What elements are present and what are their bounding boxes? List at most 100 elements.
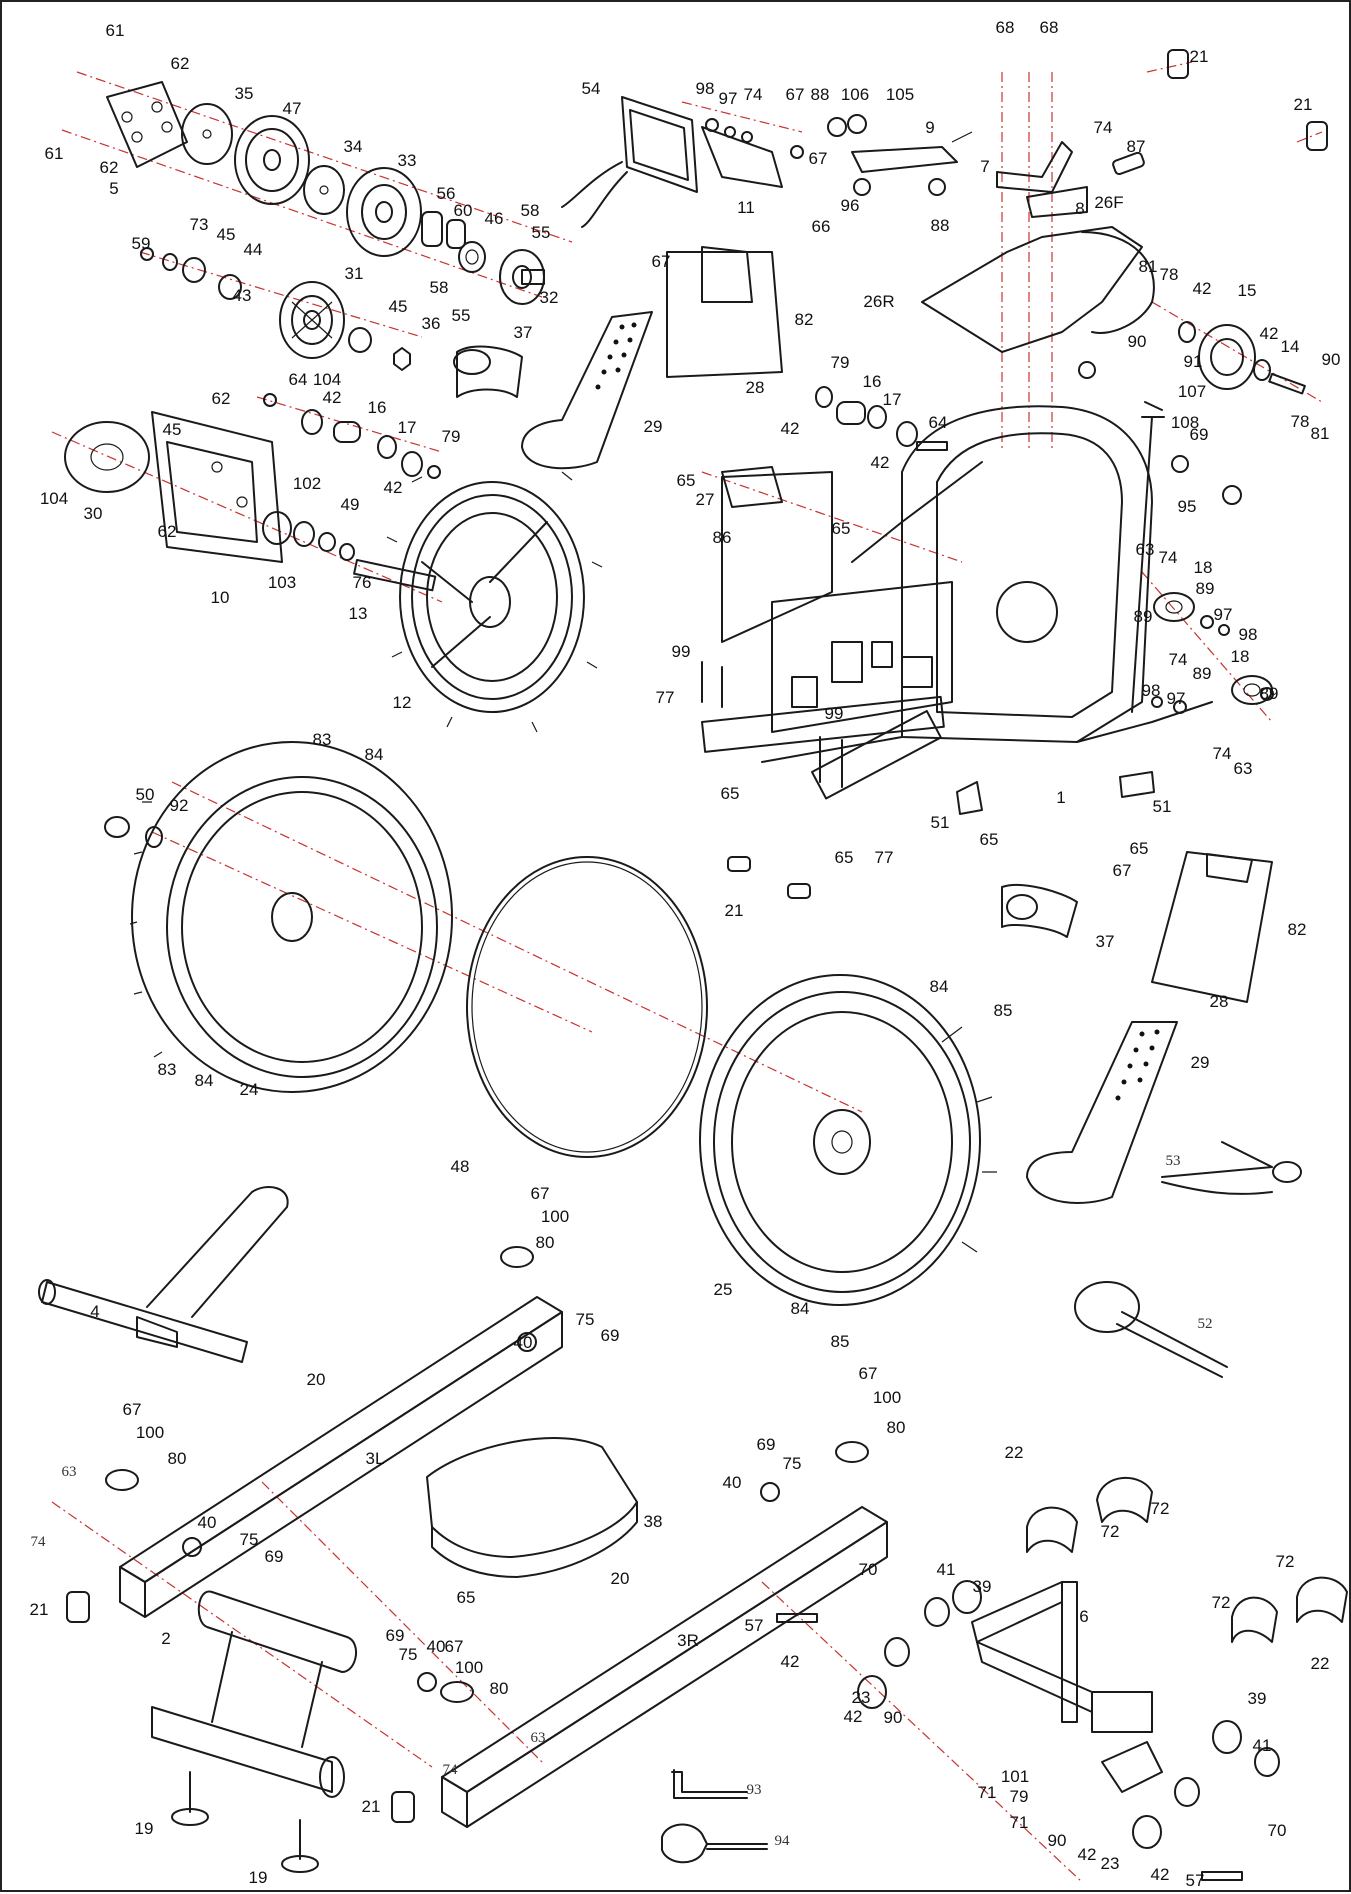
pulley-part-33 (346, 167, 422, 257)
flywheel-cover-part-25 (699, 974, 997, 1306)
assembly-axis-lines (51, 61, 1323, 1883)
part-label-58: 58 (521, 201, 540, 220)
part-label-84: 84 (195, 1071, 214, 1090)
part-label-76: 76 (353, 573, 372, 592)
part-label-11: 11 (737, 198, 755, 217)
part-label-85: 85 (831, 1332, 850, 1351)
pulley-part-15 (1198, 324, 1256, 390)
part-label-75: 75 (399, 1645, 418, 1664)
part-label-60: 60 (454, 201, 473, 220)
part-label-48: 48 (451, 1157, 470, 1176)
part-label-65: 65 (677, 471, 696, 490)
part-label-98: 98 (696, 79, 715, 98)
disc-part-35 (181, 103, 233, 165)
part-label-67: 67 (809, 149, 828, 168)
part-label-38: 38 (644, 1512, 663, 1531)
part-label-97: 97 (1214, 605, 1233, 624)
rear-carriage-part-6 (971, 1581, 1163, 1793)
part-label-72: 72 (1151, 1499, 1170, 1518)
part-label-65: 65 (980, 830, 999, 849)
part-label-67: 67 (786, 85, 805, 104)
part-label-65: 65 (835, 848, 854, 867)
part-label-89: 89 (1196, 579, 1215, 598)
part-label-84: 84 (365, 745, 384, 764)
part-label-97: 97 (1167, 689, 1186, 708)
part-label-alt-63: 63 (62, 1464, 77, 1480)
part-label-85: 85 (994, 1001, 1013, 1020)
part-label-42: 42 (781, 419, 800, 438)
part-label-39: 39 (973, 1577, 992, 1596)
part-label-65: 65 (721, 784, 740, 803)
part-label-56: 56 (437, 184, 456, 203)
part-label-88: 88 (811, 85, 830, 104)
part-label-42: 42 (1193, 279, 1212, 298)
seat-rail-part-3L (119, 1296, 563, 1618)
console-part-54 (561, 96, 783, 228)
front-stabilizer-part-4 (38, 1186, 289, 1363)
bracket-part-27 (721, 466, 783, 508)
wrench-part-94 (661, 1823, 768, 1864)
part-label-78: 78 (1291, 412, 1310, 431)
part-label-57: 57 (745, 1616, 764, 1635)
part-label-105: 105 (886, 85, 914, 104)
seat-frame-26F-26R (921, 226, 1155, 353)
part-label-42: 42 (844, 1707, 863, 1726)
part-label-81: 81 (1139, 257, 1158, 276)
seat-part-38 (426, 1437, 638, 1578)
pulley-assembly-part-5 (106, 81, 188, 168)
part-label-84: 84 (791, 1299, 810, 1318)
part-label-81: 81 (1311, 424, 1330, 443)
part-label-14: 14 (1281, 337, 1300, 356)
part-label-20: 20 (611, 1569, 630, 1588)
part-label-17: 17 (883, 390, 902, 409)
part-label-100: 100 (541, 1207, 569, 1226)
bolts-99 (701, 661, 843, 788)
part-label-21: 21 (362, 1797, 381, 1816)
brake-lever-part-9 (827, 114, 973, 196)
part-label-59: 59 (132, 234, 151, 253)
cover-plate-part-28-top (666, 246, 783, 378)
spacer-part-95 (1171, 455, 1242, 505)
part-label-90: 90 (1322, 350, 1341, 369)
part-label-103: 103 (268, 573, 296, 592)
part-label-21: 21 (1294, 95, 1313, 114)
part-label-6: 6 (1079, 1607, 1088, 1626)
knob-tool-part-52 (1074, 1281, 1228, 1378)
part-label-45: 45 (217, 225, 236, 244)
bracket-plate-part-86 (721, 471, 833, 643)
part-label-alt-63: 63 (531, 1730, 546, 1746)
part-label-61: 61 (106, 21, 125, 40)
rail-hardware-80-40 (105, 1246, 869, 1703)
part-label-77: 77 (875, 848, 894, 867)
part-label-alt-52: 52 (1198, 1316, 1213, 1332)
part-label-23: 23 (852, 1688, 871, 1707)
part-label-45: 45 (389, 297, 408, 316)
part-label-80: 80 (490, 1679, 509, 1698)
part-label-16: 16 (368, 398, 387, 417)
part-label-99: 99 (672, 642, 691, 661)
part-label-84: 84 (930, 977, 949, 996)
part-label-80: 80 (168, 1449, 187, 1468)
part-label-51: 51 (1153, 797, 1172, 816)
part-label-100: 100 (455, 1658, 483, 1677)
part-label-79: 79 (442, 427, 461, 446)
part-label-67: 67 (531, 1184, 550, 1203)
part-label-89: 89 (1134, 607, 1153, 626)
cover-plate-part-28-mid (1151, 851, 1273, 1003)
part-label-28: 28 (746, 378, 765, 397)
part-label-19: 19 (135, 1819, 154, 1838)
part-label-29: 29 (1191, 1053, 1210, 1072)
part-label-89: 89 (1260, 684, 1279, 703)
part-label-92: 92 (170, 796, 189, 815)
part-label-69: 69 (601, 1326, 620, 1345)
part-label-51: 51 (931, 813, 950, 832)
part-label-18: 18 (1231, 647, 1250, 666)
bracket-part-10 (151, 411, 283, 563)
part-label-42: 42 (1260, 324, 1279, 343)
part-label-9: 9 (925, 118, 934, 137)
part-label-34: 34 (344, 137, 363, 156)
handle-bracket-parts-7-8 (996, 141, 1145, 218)
part-label-98: 98 (1239, 625, 1258, 644)
